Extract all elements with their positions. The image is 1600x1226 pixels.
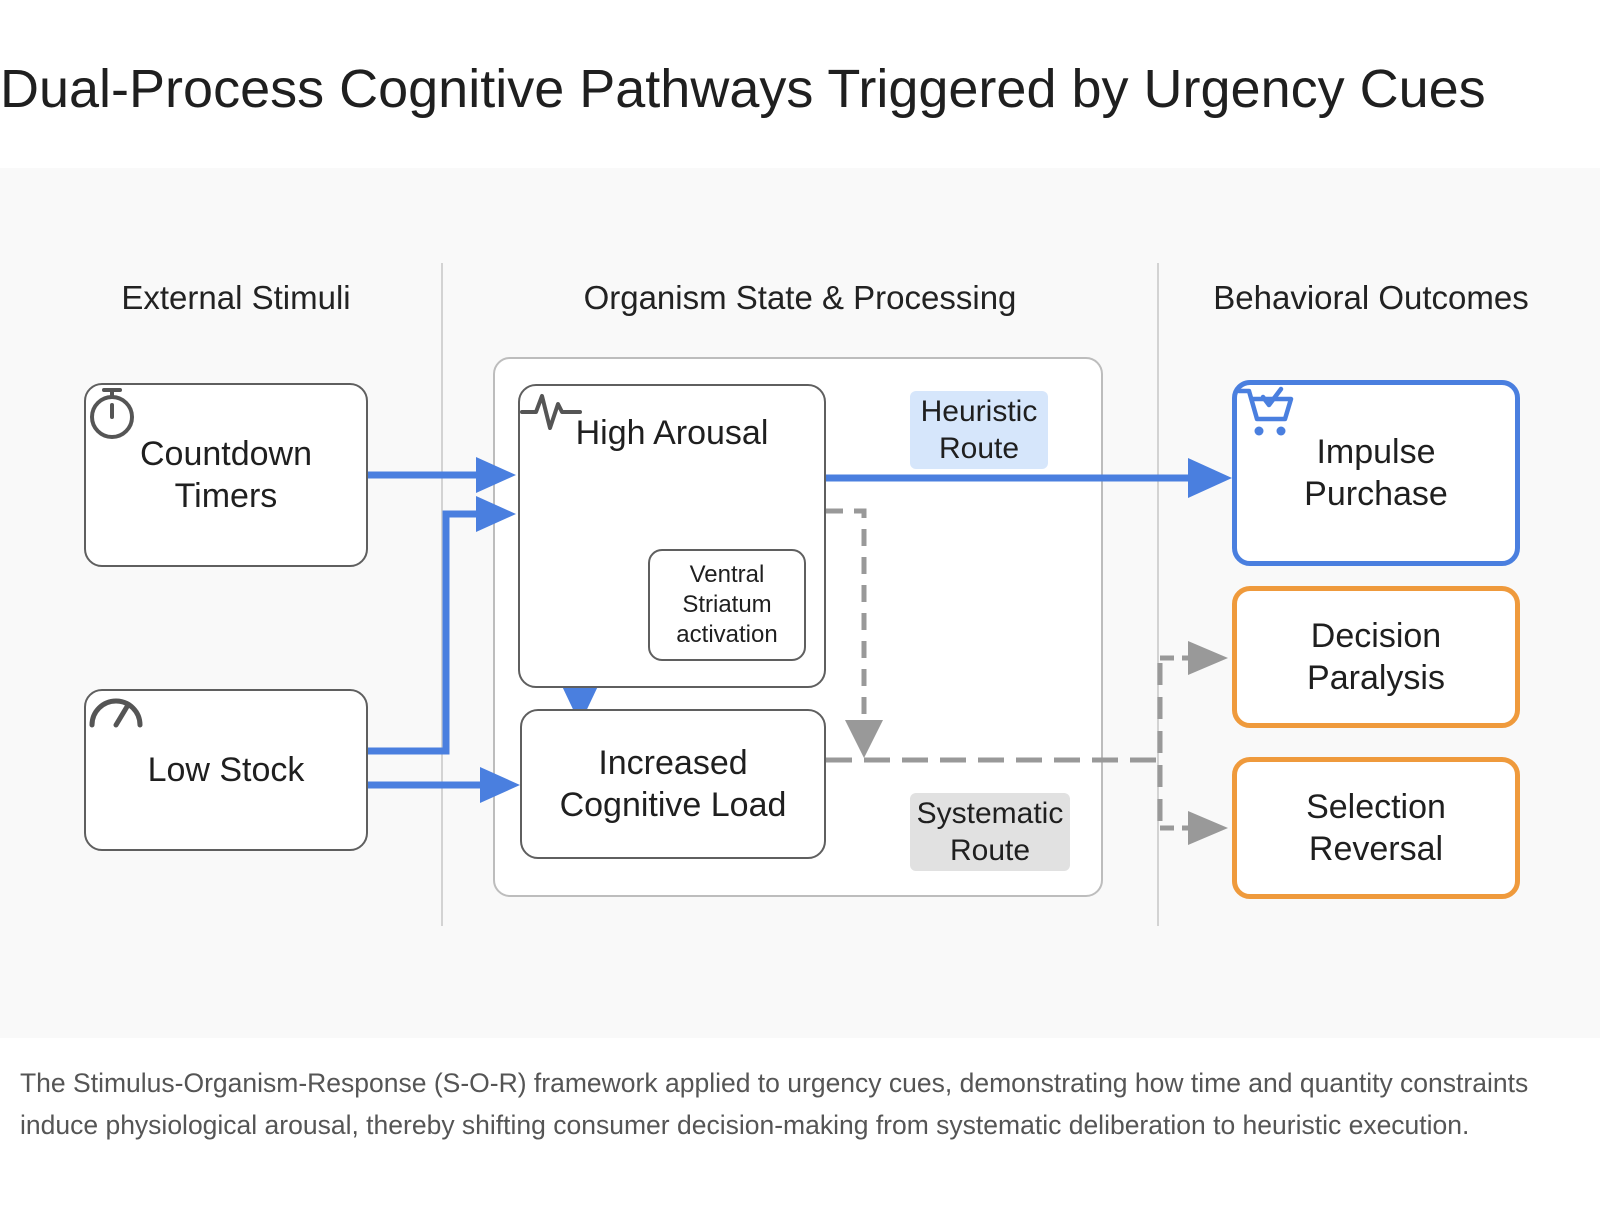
node-countdown-timers: Countdown Timers (84, 383, 368, 567)
arrow-lowstock-to-cogload (368, 767, 520, 803)
arrow-lowstock-to-arousal (368, 496, 516, 755)
diagram-title: Dual-Process Cognitive Pathways Triggere… (0, 59, 1486, 119)
systematic-route-label: Systematic Route (910, 793, 1070, 871)
gauge-icon (89, 698, 143, 728)
arrow-systematic-route (826, 641, 1228, 845)
arrow-arousal-dashed-down (826, 508, 883, 758)
node-impulse-label: Impulse Purchase (1304, 433, 1448, 513)
column-header-outcomes: Behavioral Outcomes (1213, 279, 1529, 316)
column-header-organism: Organism State & Processing (583, 279, 1017, 316)
node-ventral-striatum: Ventral Striatum activation (648, 549, 806, 661)
node-decision-paralysis: Decision Paralysis (1232, 586, 1520, 728)
cart-check-icon (1237, 386, 1294, 436)
node-cognitive-load: Increased Cognitive Load (520, 709, 826, 859)
stopwatch-icon (90, 388, 134, 439)
node-low-stock-label: Low Stock (147, 751, 305, 789)
pulse-icon (520, 394, 582, 430)
node-paralysis-label: Decision Paralysis (1307, 617, 1445, 697)
node-reversal-label: Selection Reversal (1306, 788, 1446, 868)
node-selection-reversal: Selection Reversal (1232, 757, 1520, 899)
node-ventral-striatum-label: Ventral Striatum activation (676, 561, 778, 648)
node-cognitive-load-label: Increased Cognitive Load (559, 744, 787, 824)
heuristic-route-label: Heuristic Route (910, 391, 1048, 469)
arrow-countdown-to-arousal (368, 457, 516, 493)
node-countdown-label: Countdown Timers (139, 435, 312, 515)
figure-caption: The Stimulus-Organism-Response (S-O-R) f… (20, 1068, 1529, 1140)
node-low-stock: Low Stock (84, 689, 368, 851)
node-impulse-purchase: Impulse Purchase (1232, 380, 1520, 566)
node-high-arousal-label: High Arousal (575, 414, 769, 452)
column-header-stimuli: External Stimuli (121, 279, 351, 316)
diagram-panel: External Stimuli Organism State & Proces… (0, 168, 1600, 1038)
arrow-heuristic-route (824, 458, 1232, 498)
